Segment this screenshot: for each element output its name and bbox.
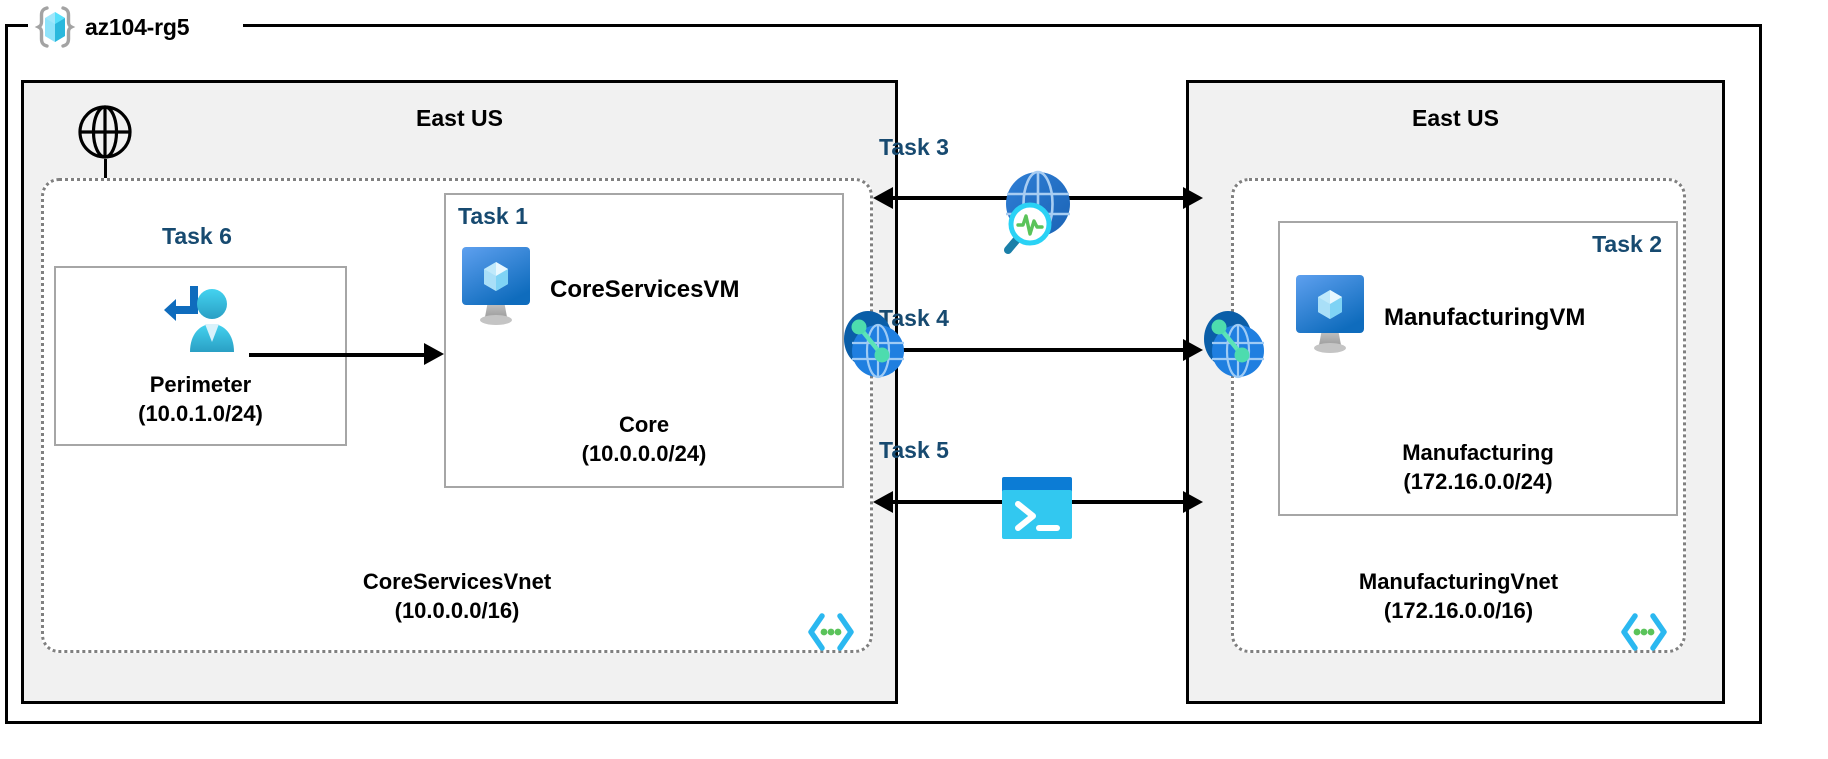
resource-core-services-vm: CoreServicesVM bbox=[458, 243, 739, 336]
cloud-shell-terminal-icon bbox=[1000, 475, 1074, 546]
perimeter-to-core-arrowhead bbox=[424, 343, 444, 365]
subnet-perimeter-caption: Perimeter (10.0.1.0/24) bbox=[56, 370, 345, 428]
vnet-peering-icon bbox=[838, 307, 912, 392]
region-title-right: East US bbox=[1412, 105, 1499, 131]
task-label-1: Task 1 bbox=[458, 203, 528, 229]
region-box-right: East US Task 2 bbox=[1186, 80, 1725, 704]
subnet-manufacturing-name: Manufacturing bbox=[1402, 439, 1554, 465]
subnet-manufacturing-caption: Manufacturing (172.16.0.0/24) bbox=[1280, 438, 1676, 496]
code-brackets-icon bbox=[1619, 610, 1669, 654]
subnet-core-name: Core bbox=[618, 411, 670, 437]
vnet-peering-icon bbox=[1198, 307, 1272, 392]
subnet-manufacturing: Task 2 bbox=[1278, 221, 1678, 516]
vnet-core-services-name: CoreServicesVnet bbox=[362, 568, 552, 594]
globe-icon bbox=[76, 103, 134, 166]
subnet-perimeter-name: Perimeter bbox=[149, 371, 252, 397]
resource-core-services-vm-name: CoreServicesVM bbox=[550, 275, 740, 303]
connector-arrowhead-task-5-right bbox=[1183, 491, 1203, 513]
task-label-6: Task 6 bbox=[162, 223, 232, 249]
task-label-2: Task 2 bbox=[1592, 231, 1662, 257]
vnet-manufacturing-name: ManufacturingVnet bbox=[1358, 568, 1559, 594]
subnet-core: Task 1 bbox=[444, 193, 844, 488]
connector-arrowhead-task-5-left bbox=[873, 491, 893, 513]
network-watcher-icon bbox=[986, 166, 1078, 263]
resource-group-label: az104-rg5 bbox=[32, 3, 190, 51]
resource-manufacturing-vm-name: ManufacturingVM bbox=[1384, 303, 1586, 331]
bastion-user-arrow-icon bbox=[160, 280, 244, 363]
vnet-manufacturing: Task 2 bbox=[1231, 178, 1686, 653]
connector-arrowhead-task-3-right bbox=[1183, 187, 1203, 209]
perimeter-to-core-line bbox=[249, 353, 425, 357]
resource-group-label-notch bbox=[28, 14, 243, 36]
connector-label-task-3: Task 3 bbox=[879, 134, 949, 160]
virtual-machine-icon bbox=[458, 243, 534, 336]
code-brackets-icon bbox=[806, 610, 856, 654]
connector-label-task-5: Task 5 bbox=[879, 437, 949, 463]
vnet-core-services-label: CoreServicesVnet (10.0.0.0/16) bbox=[44, 567, 870, 625]
region-title-left: East US bbox=[416, 105, 503, 131]
resource-manufacturing-vm: ManufacturingVM bbox=[1292, 271, 1585, 364]
resource-group-name: az104-rg5 bbox=[85, 13, 190, 40]
vnet-manufacturing-label: ManufacturingVnet (172.16.0.0/16) bbox=[1234, 567, 1683, 625]
subnet-manufacturing-cidr: (172.16.0.0/24) bbox=[1403, 468, 1553, 494]
subnet-core-caption: Core (10.0.0.0/24) bbox=[446, 410, 842, 468]
connector-label-task-4: Task 4 bbox=[879, 305, 949, 331]
vnet-manufacturing-cidr: (172.16.0.0/16) bbox=[1383, 597, 1534, 623]
virtual-machine-icon bbox=[1292, 271, 1368, 364]
connector-arrowhead-task-3-left bbox=[873, 187, 893, 209]
resource-group-cube-icon bbox=[32, 4, 78, 50]
connector-arrowhead-task-4-right bbox=[1183, 339, 1203, 361]
subnet-perimeter-cidr: (10.0.1.0/24) bbox=[138, 400, 263, 426]
vnet-core-services: Task 6 bbox=[41, 178, 873, 653]
subnet-core-cidr: (10.0.0.0/24) bbox=[581, 440, 707, 466]
vnet-core-services-cidr: (10.0.0.0/16) bbox=[394, 597, 520, 623]
connector-line-task-4 bbox=[890, 348, 1190, 352]
region-box-left: East US Task 6 bbox=[21, 80, 898, 704]
